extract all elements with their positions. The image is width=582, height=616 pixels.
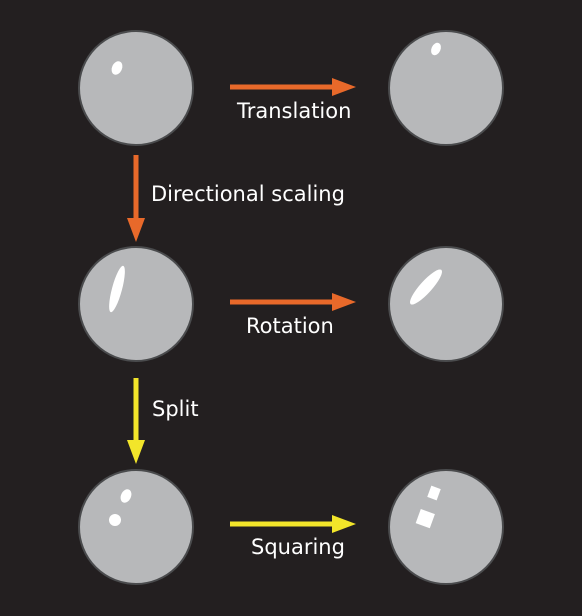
label-rotation: Rotation bbox=[246, 314, 334, 338]
arrow-translation bbox=[230, 78, 356, 96]
specular-highlight-lower bbox=[109, 514, 121, 526]
arrow-directional-scaling bbox=[127, 155, 145, 242]
label-translation: Translation bbox=[237, 99, 352, 123]
sphere-scaled bbox=[78, 246, 194, 362]
sphere-split bbox=[78, 469, 194, 585]
sphere-squared bbox=[388, 469, 504, 585]
specular-highlight-upper bbox=[427, 485, 441, 501]
arrow-squaring bbox=[230, 515, 356, 533]
label-directional-scaling: Directional scaling bbox=[151, 182, 345, 206]
specular-highlight bbox=[109, 265, 125, 313]
arrow-rotation bbox=[230, 293, 356, 311]
specular-highlight bbox=[431, 42, 441, 56]
sphere-rotated bbox=[388, 246, 504, 362]
specular-highlight-lower bbox=[415, 509, 435, 529]
sphere-translated bbox=[388, 30, 504, 146]
label-split: Split bbox=[152, 397, 199, 421]
label-squaring: Squaring bbox=[251, 535, 345, 559]
specular-highlight bbox=[111, 61, 123, 75]
sphere-original bbox=[78, 30, 194, 146]
arrow-split bbox=[127, 378, 145, 464]
specular-highlight-upper bbox=[120, 489, 132, 503]
specular-highlight bbox=[409, 269, 443, 305]
